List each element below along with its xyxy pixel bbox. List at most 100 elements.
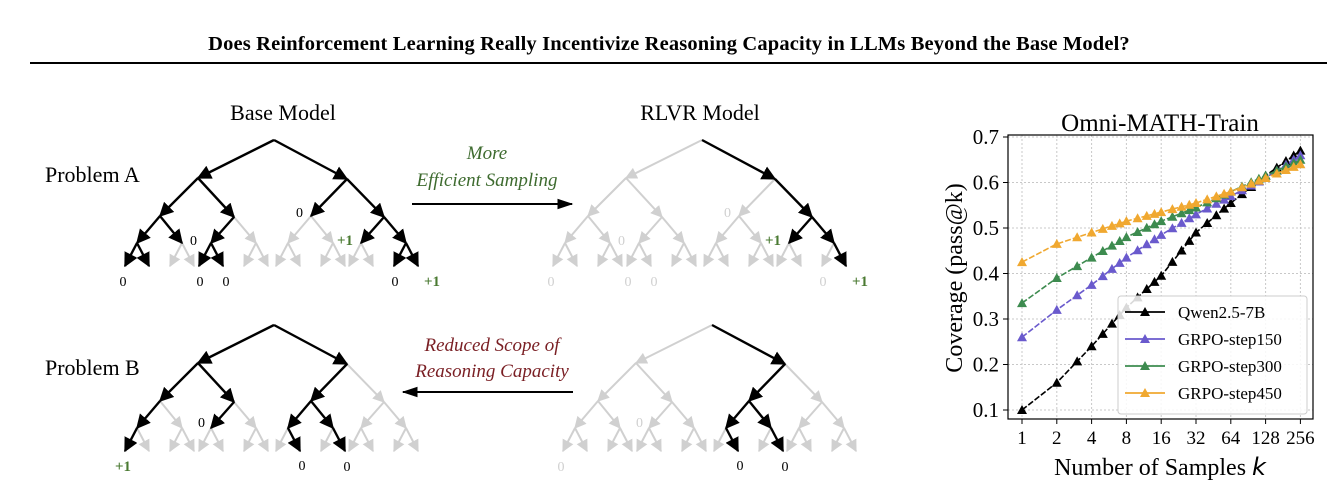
inactive-edge xyxy=(798,401,823,429)
plot-area-frame xyxy=(1007,134,1314,420)
inactive-edge xyxy=(703,242,717,268)
triangle-marker-icon xyxy=(1184,205,1195,215)
inactive-edge xyxy=(671,242,685,268)
reward-zero-label: 0 xyxy=(618,234,625,249)
inactive-edge xyxy=(597,242,611,268)
triangle-marker-icon xyxy=(1176,201,1187,211)
triangle-marker-icon xyxy=(1121,302,1132,312)
legend-item: GRPO-step300 xyxy=(1125,357,1282,376)
active-edge xyxy=(197,242,213,268)
triangle-marker-icon xyxy=(1017,257,1027,267)
column-header-base: Base Model xyxy=(230,100,336,125)
triangle-marker-icon xyxy=(1097,328,1108,338)
inactive-edge xyxy=(552,242,566,268)
inactive-edge xyxy=(788,242,802,268)
triangle-marker-icon xyxy=(1260,172,1271,182)
triangle-marker-icon xyxy=(1132,226,1143,236)
x-tick-label: 256 xyxy=(1286,428,1315,449)
reward-zero-label: 0 xyxy=(782,460,789,475)
active-edge xyxy=(136,400,161,430)
inactive-edge xyxy=(634,324,713,364)
triangle-marker-icon xyxy=(1156,229,1167,239)
triangle-marker-icon xyxy=(1176,208,1187,218)
reward-zero-label: 0 xyxy=(820,275,827,290)
triangle-marker-icon xyxy=(1280,164,1291,174)
inactive-edge xyxy=(715,242,729,268)
inactive-edge xyxy=(683,242,697,268)
triangle-marker-icon xyxy=(1271,165,1282,175)
active-edge xyxy=(158,362,199,403)
triangle-marker-icon xyxy=(1072,356,1083,366)
chart-legend: Qwen2.5-7BGRPO-step150GRPO-step300GRPO-s… xyxy=(1117,295,1308,415)
triangle-marker-icon xyxy=(1202,194,1213,204)
reward-zero-label: 0 xyxy=(296,206,303,221)
active-edge xyxy=(701,138,777,181)
active-edge xyxy=(774,178,814,219)
triangle-marker-icon xyxy=(1271,162,1282,172)
active-edge xyxy=(331,427,347,453)
triangle-marker-icon xyxy=(1106,220,1117,230)
triangle-marker-icon xyxy=(1184,199,1195,209)
legend-triangle-icon xyxy=(1140,307,1150,316)
inactive-edge xyxy=(332,242,346,268)
triangle-marker-icon xyxy=(1176,245,1187,255)
triangle-marker-icon xyxy=(1253,173,1264,183)
inactive-edge xyxy=(635,362,673,403)
triangle-marker-icon xyxy=(1211,191,1222,201)
triangle-marker-icon xyxy=(1141,210,1152,220)
triangle-marker-icon xyxy=(1211,210,1222,220)
inactive-edge xyxy=(574,400,599,429)
active-edge xyxy=(197,362,235,404)
y-tick-label: 0.2 xyxy=(973,353,999,377)
reward-zero-label: 0 xyxy=(737,459,744,474)
reward-zero-label: 0 xyxy=(223,275,230,290)
triangle-marker-icon xyxy=(1167,223,1178,233)
chart-title: Omni-MATH-Train xyxy=(1061,110,1259,137)
triangle-marker-icon xyxy=(1086,227,1097,237)
reward-zero-label: 0 xyxy=(636,416,643,431)
x-tick-label: 16 xyxy=(1152,428,1171,449)
triangle-marker-icon xyxy=(1237,189,1248,199)
reward-zero-label: 0 xyxy=(190,234,197,249)
triangle-marker-icon xyxy=(1086,252,1097,262)
inactive-edge xyxy=(243,242,257,268)
inactive-edge xyxy=(648,401,673,429)
triangle-marker-icon xyxy=(1253,175,1264,185)
triangle-marker-icon xyxy=(1225,186,1236,196)
triangle-marker-icon xyxy=(1237,181,1248,191)
triangle-marker-icon xyxy=(1097,271,1108,281)
active-edge xyxy=(309,363,348,403)
inactive-edge xyxy=(181,242,195,268)
triangle-marker-icon xyxy=(1280,161,1291,171)
inactive-edge xyxy=(784,363,823,403)
inactive-edge xyxy=(597,400,621,429)
inactive-edge xyxy=(636,427,650,453)
triangle-marker-icon xyxy=(1246,177,1257,187)
y-tick-label: 0.3 xyxy=(973,307,999,331)
active-edge xyxy=(811,216,835,245)
triangle-marker-icon xyxy=(1202,203,1213,213)
triangle-marker-icon xyxy=(1149,208,1160,218)
triangle-marker-icon xyxy=(1114,218,1125,228)
transition-a-line1: More xyxy=(466,143,507,164)
chart-series xyxy=(1017,145,1306,414)
triangle-marker-icon xyxy=(1246,182,1257,192)
triangle-marker-icon xyxy=(1106,263,1117,273)
triangle-marker-icon xyxy=(1253,176,1264,186)
inactive-edge xyxy=(624,139,703,179)
inactive-edge xyxy=(360,242,374,268)
y-tick-label: 0.7 xyxy=(973,125,999,149)
y-axis-label: Coverage (pass@k) xyxy=(942,183,968,372)
triangle-marker-icon xyxy=(1097,223,1108,233)
chart-grid xyxy=(1008,135,1313,419)
legend-box xyxy=(1117,295,1308,415)
reasoning-tree-diagram: Base Model RLVR Model Problem A Problem … xyxy=(45,100,868,475)
x-axis-label-k: k xyxy=(1252,453,1267,481)
inactive-edge xyxy=(198,427,212,453)
inactive-edge xyxy=(287,215,312,244)
legend-label: GRPO-step300 xyxy=(1178,357,1282,376)
triangle-marker-icon xyxy=(1051,238,1062,248)
reward-zero-label: 0 xyxy=(625,275,632,290)
